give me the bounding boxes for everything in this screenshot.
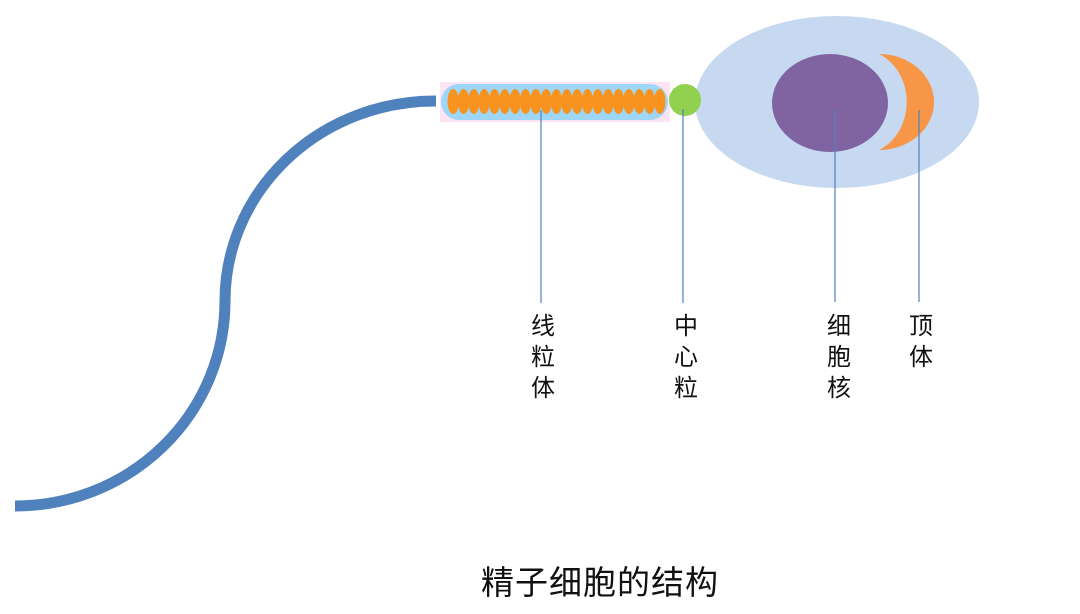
mitochondrion [612, 89, 625, 114]
mitochondrion [602, 89, 614, 114]
mitochondrion [540, 89, 552, 114]
mitochondrion [509, 89, 521, 114]
mitochondrion [623, 89, 635, 114]
mitochondrion [581, 89, 594, 114]
mitochondrion [447, 89, 459, 114]
mitochondrion [654, 89, 666, 114]
mitochondrion [457, 89, 470, 114]
mitochondrion [633, 89, 645, 114]
label-char: 体 [531, 374, 555, 402]
mitochondria-group [447, 89, 666, 114]
label-acrosome: 顶 体 [906, 311, 936, 373]
label-nucleus: 细 胞 核 [824, 311, 854, 404]
mitochondrion [478, 89, 490, 114]
label-char: 线 [531, 312, 555, 340]
mitochondrion [561, 89, 573, 114]
label-char: 胞 [827, 343, 851, 371]
mitochondrion [499, 89, 511, 114]
diagram-title: 精子细胞的结构 [481, 563, 719, 602]
mitochondrion [550, 89, 563, 114]
tail-flagellum [14, 95, 437, 512]
label-char: 粒 [531, 343, 555, 371]
nucleus [772, 54, 888, 152]
label-char: 细 [827, 312, 851, 340]
label-char: 中 [674, 312, 698, 340]
acrosome [879, 54, 934, 150]
label-char: 粒 [674, 374, 698, 402]
mitochondrion [592, 89, 604, 114]
label-char: 核 [827, 374, 851, 402]
mitochondrion [530, 89, 542, 114]
mitochondrion [468, 89, 480, 114]
mitochondrion [643, 89, 656, 114]
label-mitochondria: 线 粒 体 [528, 311, 558, 404]
label-char: 体 [909, 343, 933, 371]
label-char: 顶 [909, 312, 933, 340]
mitochondrion [519, 89, 532, 114]
mitochondrion [571, 89, 583, 114]
mitochondrion [488, 89, 501, 114]
centriole [669, 84, 701, 116]
label-char: 心 [674, 343, 698, 371]
label-centriole: 中 心 粒 [671, 311, 701, 404]
